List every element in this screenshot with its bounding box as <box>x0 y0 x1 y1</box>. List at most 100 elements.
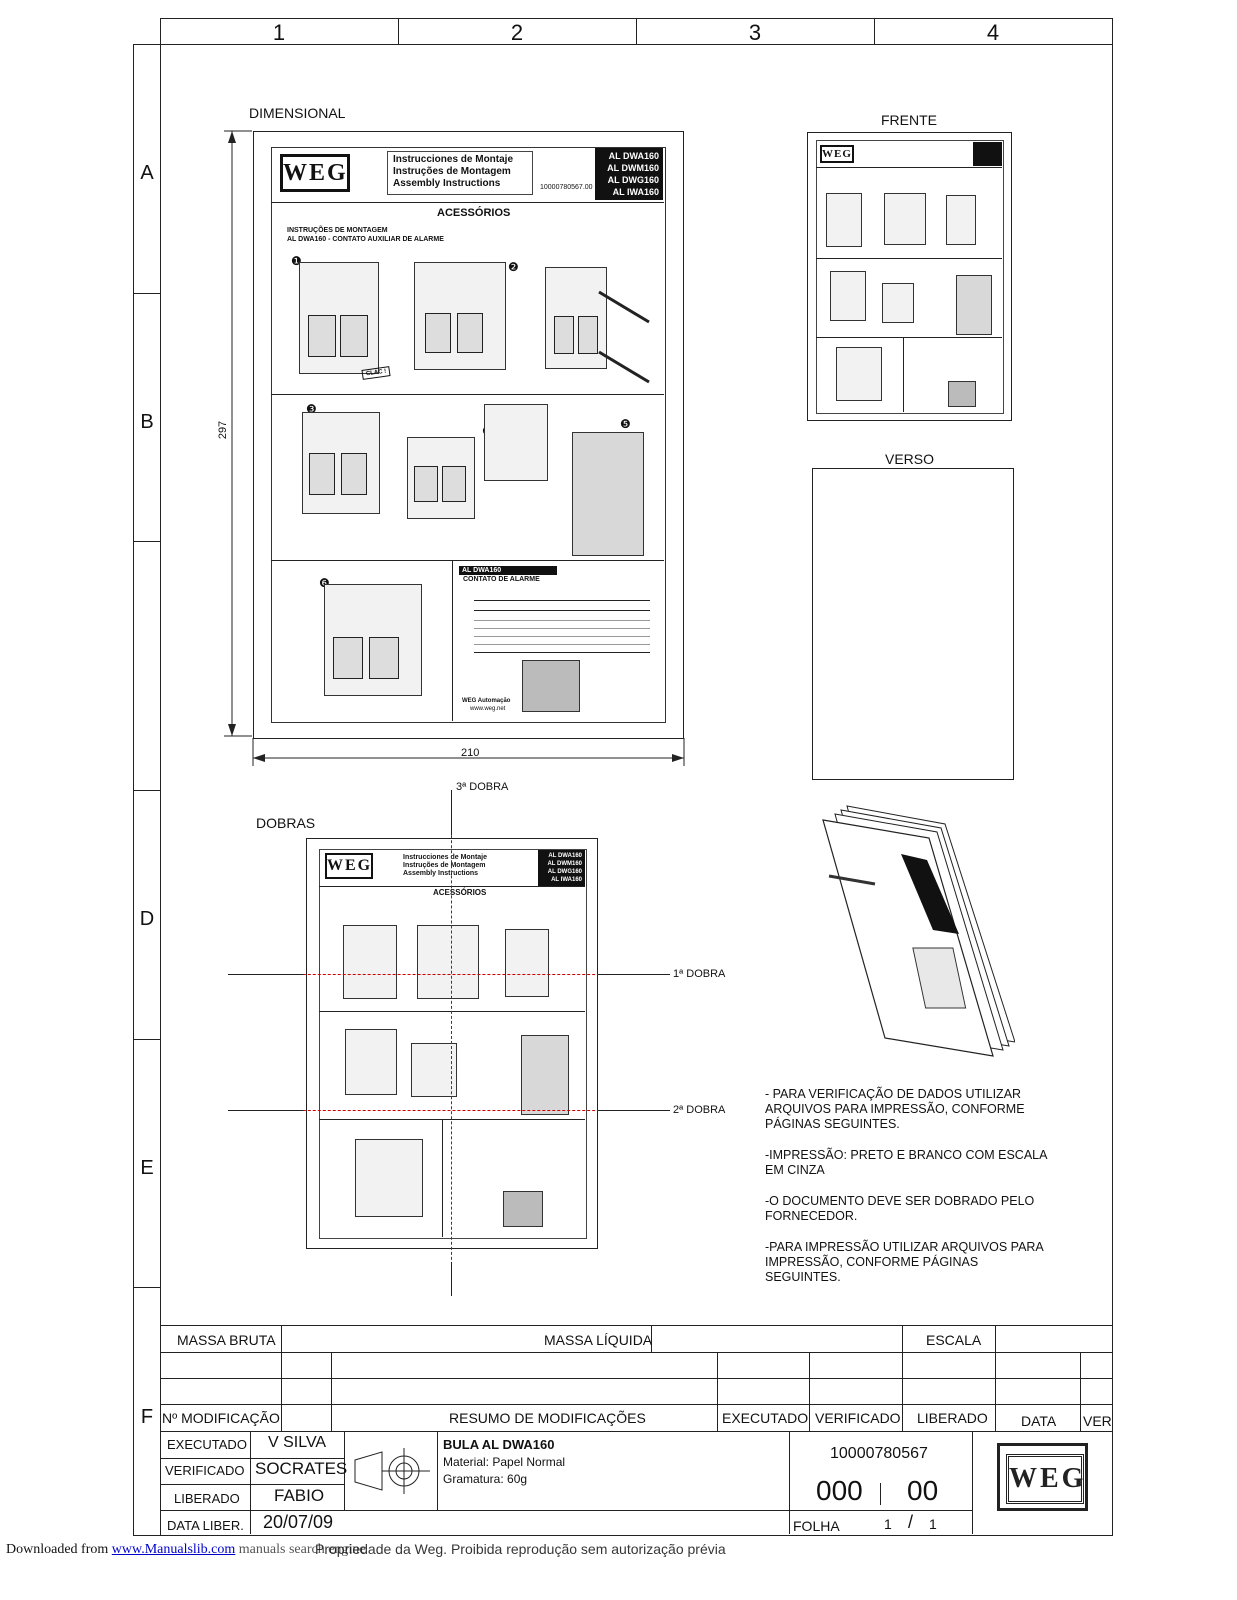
breaker-window <box>308 315 336 357</box>
breaker-illustration <box>417 925 479 999</box>
frente-label: FRENTE <box>881 112 937 128</box>
zone-row-b: B <box>140 411 154 433</box>
breaker-window <box>414 466 438 502</box>
step-5-number: ❺ <box>620 417 631 431</box>
row-divider <box>133 1287 160 1288</box>
panel-divider <box>319 1011 585 1012</box>
escala-label: ESCALA <box>926 1332 982 1348</box>
folha-total: 1 <box>929 1516 937 1532</box>
models-box: AL DWA160 AL DWM160 AL DWG160 AL IWA160 <box>595 148 663 200</box>
zone-row-e: E <box>140 1157 154 1179</box>
instruction-en: Assembly Instructions <box>393 178 501 189</box>
section-title: ACESSÓRIOS <box>437 207 511 219</box>
breaker-illustration <box>882 283 914 323</box>
alarm-contact-illustration <box>503 1191 543 1227</box>
tb-line <box>250 1431 251 1534</box>
tb-line <box>651 1325 652 1352</box>
breaker-illustration <box>411 1043 457 1097</box>
col-divider <box>398 18 399 44</box>
instruction-en: Assembly Instructions <box>403 870 479 877</box>
liberado-value: FABIO <box>274 1486 325 1505</box>
model-2: AL DWM160 <box>607 163 659 173</box>
fold-line-1 <box>228 974 670 975</box>
breaker-illustration <box>572 432 644 556</box>
section-subtitle-2: AL DWA160 - CONTATO AUXILIAR DE ALARME <box>287 236 444 243</box>
alarm-contact-illustration <box>948 381 976 407</box>
tb-line <box>1080 1352 1081 1431</box>
alarm-contact-illustration <box>522 660 580 712</box>
zone-col-4: 4 <box>986 20 1000 45</box>
breaker-window <box>578 316 598 354</box>
material-spec: Material: Papel Normal <box>443 1455 566 1469</box>
table-rule <box>474 600 650 601</box>
instruction-pt: Instruções de Montagem <box>403 862 486 869</box>
fold-leader <box>598 974 670 975</box>
breaker-illustration <box>299 262 379 374</box>
weg-logo-title-block: WEG <box>997 1443 1088 1511</box>
notes-block: - PARA VERIFICAÇÃO DE DADOS UTILIZAR ARQ… <box>765 1087 1055 1301</box>
zone-row-a: A <box>140 162 154 184</box>
tb-line <box>717 1352 718 1431</box>
revision-b: 00 <box>907 1475 939 1506</box>
row-divider <box>133 541 160 542</box>
step-3-number: ❸ <box>306 402 317 416</box>
ver-header: VER <box>1083 1413 1112 1429</box>
folha-number: 1 <box>884 1516 892 1532</box>
table-rule <box>474 636 650 637</box>
tb-line <box>809 1352 810 1431</box>
dimension-lines <box>224 130 685 766</box>
model-4: AL IWA160 <box>551 877 582 883</box>
property-notice: Propriedade da Weg. Proibida reprodução … <box>315 1541 726 1557</box>
breaker-illustration <box>484 404 548 481</box>
models-box: AL DWA160 AL DWM160 AL DWG160 AL IWA160 <box>538 850 585 886</box>
model-1: AL DWA160 <box>608 151 659 161</box>
fold-leader <box>228 974 303 975</box>
panel-divider <box>816 337 1002 338</box>
breaker-illustration <box>345 1029 397 1095</box>
ratings-table <box>474 596 650 656</box>
instructions-box <box>387 151 533 195</box>
breaker-window <box>333 637 363 679</box>
zone-col-2: 2 <box>510 20 524 45</box>
verso-label: VERSO <box>885 451 935 467</box>
manualslib-link[interactable]: www.Manualslib.com <box>111 1542 236 1557</box>
step-6-number: ❻ <box>319 576 330 590</box>
tb-line <box>437 1431 438 1510</box>
tb-line <box>789 1431 790 1534</box>
panel-divider <box>816 167 1002 168</box>
weg-logo: WEG <box>820 145 854 163</box>
height-dimension: 297 <box>217 420 230 440</box>
folha-label: FOLHA <box>793 1518 840 1534</box>
breaker-illustration <box>521 1035 569 1115</box>
weg-logo: WEG <box>325 853 373 879</box>
breaker-illustration <box>946 195 976 245</box>
tb-line <box>160 1352 1112 1353</box>
footer-brand: WEG Automação <box>462 698 511 704</box>
breaker-illustration <box>884 193 926 245</box>
massa-liquida-label: MASSA LÍQUIDA <box>544 1332 653 1348</box>
breaker-illustration <box>826 193 862 247</box>
data-liber-value: 20/07/09 <box>263 1512 334 1532</box>
breaker-window <box>554 316 574 354</box>
folha-separator: / <box>908 1512 914 1532</box>
panel-divider <box>319 1119 585 1120</box>
note-1: - PARA VERIFICAÇÃO DE DADOS UTILIZAR ARQ… <box>765 1087 1025 1131</box>
table-rule <box>474 610 650 611</box>
zone-col-3: 3 <box>748 20 762 45</box>
data-liber-label: DATA LIBER. <box>167 1518 244 1533</box>
tb-line <box>331 1352 332 1431</box>
panel-divider <box>816 258 1002 259</box>
breaker-illustration <box>956 275 992 335</box>
gramatura-spec: Gramatura: 60g <box>443 1472 528 1486</box>
leaflet-code: 10000780567.00 <box>540 184 593 191</box>
tb-line <box>160 1458 344 1459</box>
breaker-window <box>341 453 367 495</box>
leaflet-inner-border <box>816 140 1004 414</box>
width-dimension: 210 <box>461 747 480 759</box>
downloaded-text: Downloaded from <box>6 1542 109 1557</box>
breaker-illustration <box>324 584 422 696</box>
step-2-number: ❷ <box>508 260 519 274</box>
footer-url: www.weg.net <box>470 706 506 712</box>
instruction-es: Instrucciones de Montaje <box>403 854 488 861</box>
fold-leader <box>451 790 452 835</box>
